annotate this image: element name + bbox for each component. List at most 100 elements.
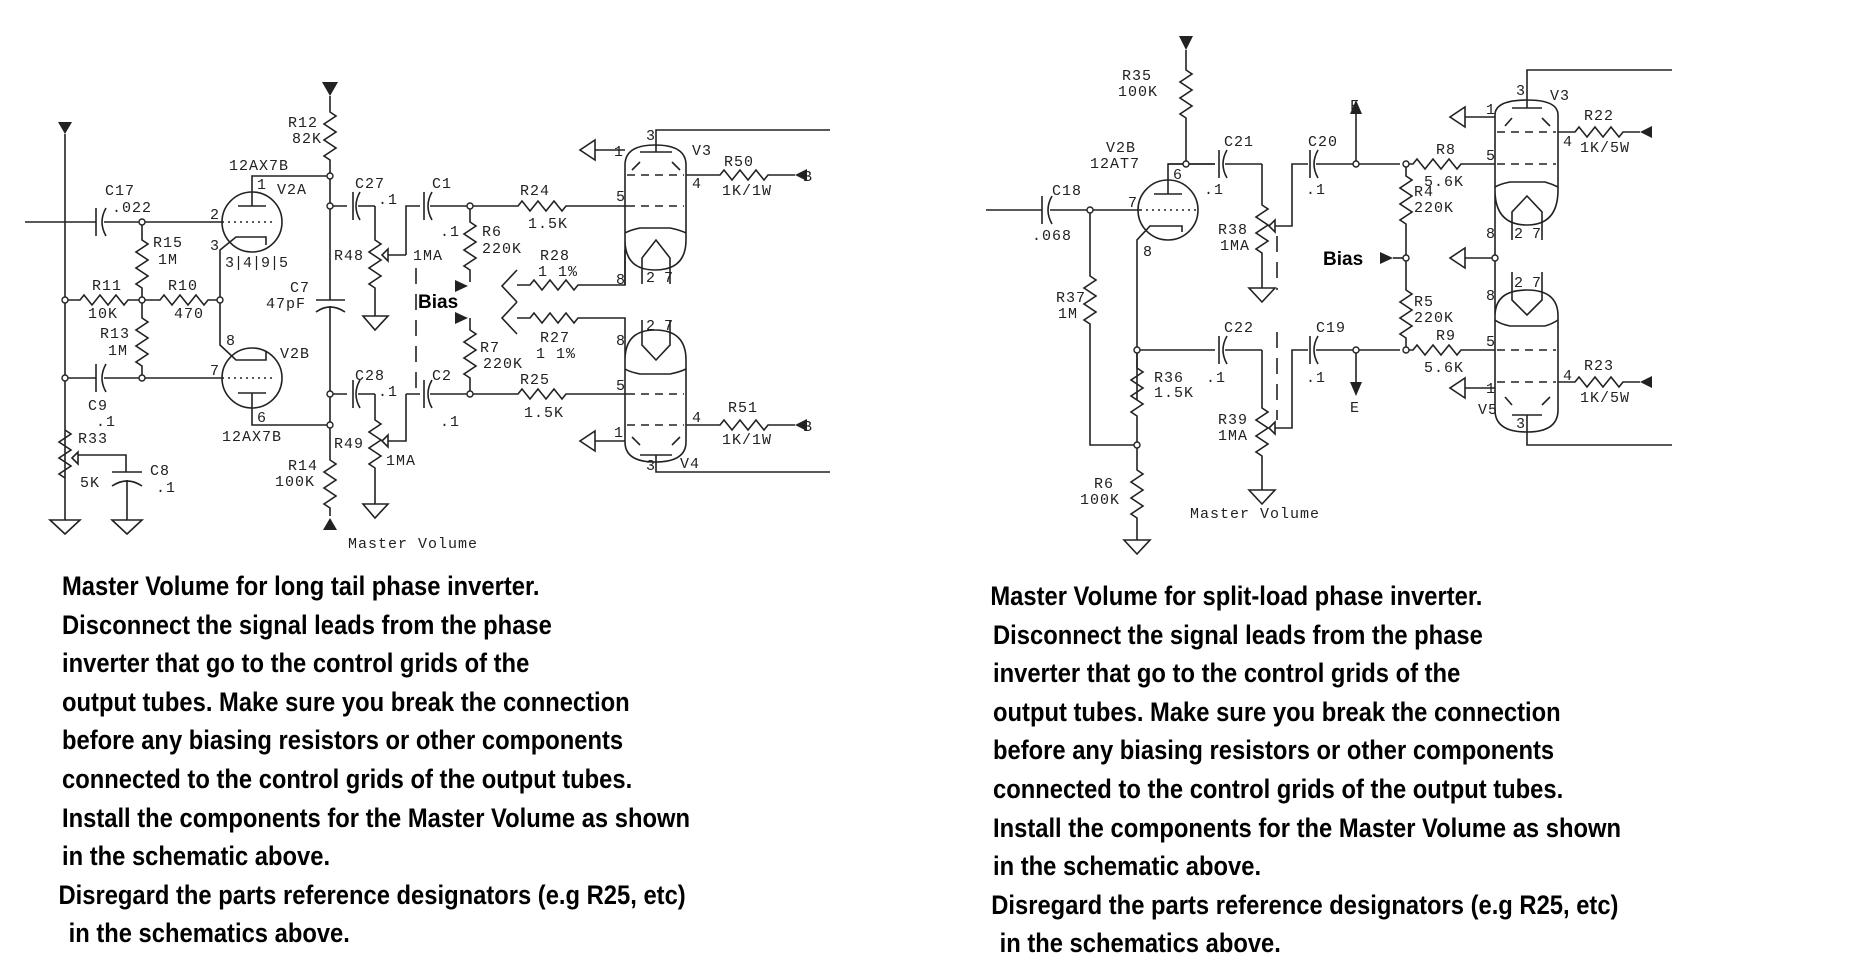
ground-icon [1448, 376, 1466, 400]
r22-value: 1K/5W [1580, 140, 1630, 157]
v3-label: V3 [692, 143, 712, 160]
pin-label: 8 [1143, 244, 1152, 261]
c17-label: C17 [105, 183, 135, 200]
pin-label: 3 [646, 458, 655, 475]
instruction-line: output tubes. Make sure you break the co… [62, 686, 630, 717]
pin-label: 8 [1486, 288, 1495, 305]
ground-icon [1122, 539, 1152, 556]
c19-label: C19 [1316, 320, 1346, 337]
pin-label: 3|4|9|5 [225, 255, 288, 272]
c1-value: .1 [440, 224, 460, 241]
r28-label: R28 [540, 248, 570, 265]
r33-value: 5K [80, 475, 100, 492]
r6-value: 100K [1080, 492, 1120, 509]
pin-label: 8 [226, 333, 235, 350]
r48-label: R48 [334, 248, 364, 265]
ground-icon [361, 315, 390, 332]
c18-value: .068 [1032, 228, 1072, 245]
c18-label: C18 [1052, 183, 1082, 200]
r13-label: R13 [100, 326, 130, 343]
r35-value: 100K [1118, 84, 1158, 101]
r39-value: 1MA [1218, 428, 1248, 445]
c19-value: .1 [1306, 370, 1326, 387]
r12-label: R12 [288, 115, 318, 132]
pin-label: 1 [1486, 381, 1495, 398]
r36-label: R36 [1154, 370, 1184, 387]
c7-label: C7 [290, 280, 310, 297]
r11-value: 10K [88, 306, 118, 323]
pin-label: 3 [210, 238, 219, 255]
r38-value: 1MA [1220, 238, 1250, 255]
r9-label: R9 [1436, 328, 1456, 345]
c28-label: C28 [355, 368, 385, 385]
r37-label: R37 [1056, 290, 1086, 307]
bias-label: Bias [418, 292, 458, 313]
c21-value: .1 [1204, 182, 1224, 199]
pin-label: 8 [616, 333, 625, 350]
ground-icon [109, 519, 145, 536]
pin-label: 2 [210, 207, 219, 224]
pin-label: 6 [257, 410, 266, 427]
pin-label: 4 [692, 176, 701, 193]
instruction-line: in the schematic above. [62, 841, 331, 872]
instruction-line: before any biasing resistors or other co… [993, 735, 1555, 766]
pin-label: 8 [1486, 226, 1495, 243]
r48-value: 1MA [413, 248, 443, 265]
r24-value: 1.5K [528, 216, 568, 233]
r28-value: 1 1% [538, 264, 578, 281]
r38-label: R38 [1218, 222, 1248, 239]
v2b-label: V2B [280, 346, 310, 363]
r5-label: R5 [1414, 294, 1434, 311]
ground-icon [1247, 489, 1277, 506]
c7-value: 47pF [266, 296, 306, 313]
pin-label: 8 [616, 272, 625, 289]
r49-label: R49 [334, 436, 364, 453]
r12-value: 82K [292, 131, 322, 148]
r51-label: R51 [728, 400, 758, 417]
c20-value: .1 [1306, 182, 1326, 199]
ground-icon [578, 138, 596, 162]
instruction-line: in the schematics above. [993, 928, 1281, 959]
c17-value: .022 [112, 200, 152, 217]
r27-label: R27 [540, 330, 570, 347]
r25-value: 1.5K [524, 405, 564, 422]
pin-label: 5 [616, 378, 625, 395]
r13-value: 1M [108, 343, 128, 360]
r7-label: R7 [480, 340, 500, 357]
pin-label: 1 [614, 144, 623, 161]
pin-label: 4 [692, 410, 701, 427]
tube-type-label: 12AX7B [229, 158, 289, 175]
pin-label: 3 [1516, 83, 1525, 100]
c27-value: .1 [378, 192, 398, 209]
c9-label: C9 [88, 398, 108, 415]
r15-label: R15 [153, 235, 183, 252]
r51-value: 1K/1W [722, 432, 772, 449]
r27-value: 1 1% [536, 346, 576, 363]
tube-type-label: 12AT7 [1090, 156, 1140, 173]
instruction-line: Disconnect the signal leads from the pha… [993, 619, 1483, 650]
pin-label: 7 [1128, 195, 1137, 212]
r10-value: 470 [174, 306, 204, 323]
r35-label: R35 [1122, 68, 1152, 85]
ground-icon [578, 429, 596, 453]
instruction-line: Install the components for the Master Vo… [993, 812, 1621, 843]
r11-label: R11 [92, 278, 122, 295]
instruction-line: Disregard the parts reference designator… [991, 889, 1619, 920]
r8-value: 5.6K [1424, 174, 1464, 191]
r23-value: 1K/5W [1580, 390, 1630, 407]
r25-label: R25 [520, 372, 550, 389]
master-volume-label: Master Volume [348, 536, 478, 553]
r10-label: R10 [168, 278, 198, 295]
r33-label: R33 [78, 431, 108, 448]
instruction-line: inverter that go to the control grids of… [62, 648, 530, 679]
left-instructions: Master Volume for long tail phase invert… [58, 567, 690, 953]
c8-label: C8 [150, 463, 170, 480]
bias-supply-icon [500, 301, 518, 335]
v3-label: V3 [1550, 88, 1570, 105]
supply-arrow-icon [1179, 36, 1193, 50]
c1-label: C1 [432, 176, 452, 193]
c2-value: .1 [440, 414, 460, 431]
r4-label: R4 [1414, 184, 1434, 201]
c27-label: C27 [355, 176, 385, 193]
b-terminal-label: B [803, 169, 813, 186]
